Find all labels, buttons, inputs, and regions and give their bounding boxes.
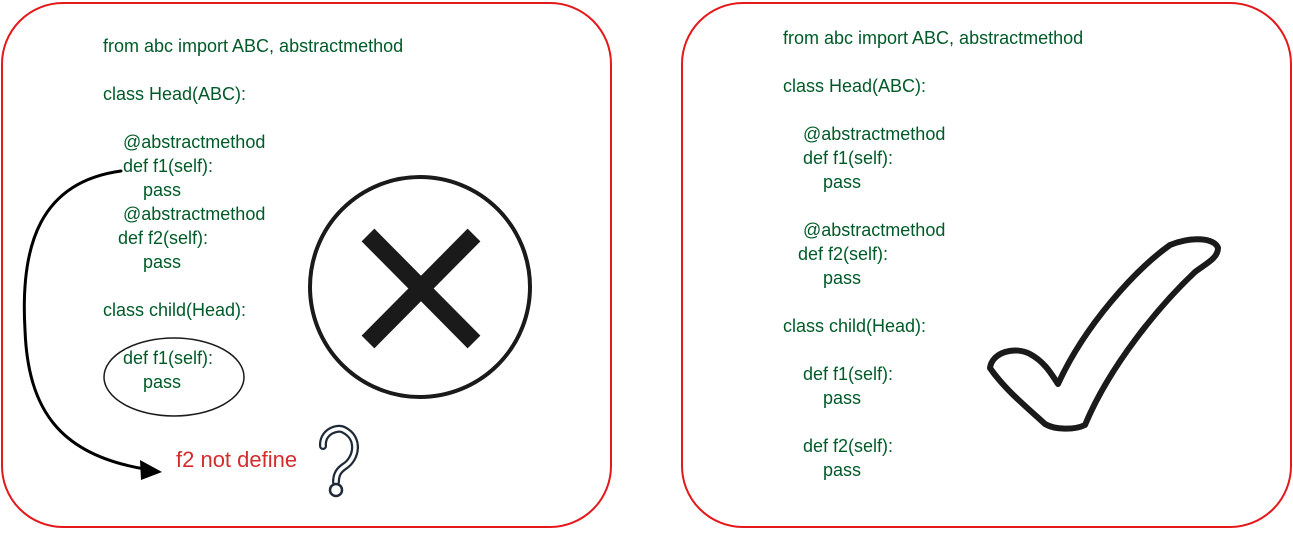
check-mark-icon	[987, 236, 1221, 432]
ellipse-highlight	[103, 337, 245, 417]
left-code-block: from abc import ABC, abstractmethod clas…	[103, 36, 404, 392]
left-panel	[1, 2, 612, 528]
cross-circle-icon	[308, 175, 532, 399]
error-note: f2 not define	[176, 447, 298, 472]
right-code-block: from abc import ABC, abstractmethod clas…	[783, 28, 1084, 480]
curved-arrow-icon	[22, 169, 162, 480]
question-mark-icon	[319, 424, 359, 498]
